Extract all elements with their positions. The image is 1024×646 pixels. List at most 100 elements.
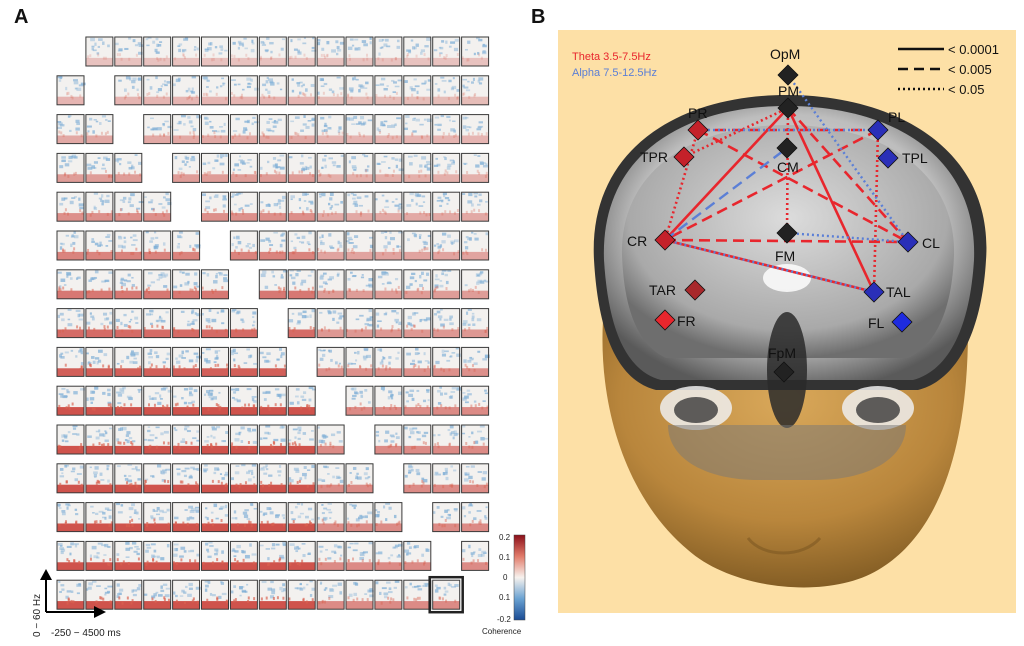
matrix-cell <box>56 308 85 339</box>
connection-pr-cl <box>697 128 909 244</box>
matrix-cell <box>258 579 287 610</box>
matrix-cell <box>114 152 143 183</box>
matrix-cell <box>143 385 172 416</box>
matrix-cell <box>403 191 432 222</box>
node-label-tpl: TPL <box>902 150 928 166</box>
matrix-cell <box>85 269 114 300</box>
matrix-cell <box>374 502 403 533</box>
legend-key-3: < 0.05 <box>948 82 985 97</box>
matrix-cell <box>201 114 229 145</box>
matrix-cell <box>461 152 490 183</box>
panel-b-label: B <box>531 6 546 28</box>
matrix-cell <box>143 502 172 533</box>
matrix-cell <box>143 230 172 261</box>
matrix-cell <box>287 463 316 494</box>
matrix-cell <box>85 463 114 494</box>
matrix-cell <box>345 579 374 610</box>
matrix-cell <box>56 269 85 300</box>
matrix-cell <box>432 463 461 494</box>
connection-pl-tal <box>872 129 880 293</box>
node-label-cl: CL <box>922 235 940 251</box>
matrix-cell <box>258 502 287 533</box>
matrix-cell <box>114 385 143 416</box>
node-label-opm: OpM <box>770 46 800 62</box>
matrix-cell <box>114 269 143 300</box>
matrix-cell <box>201 502 229 533</box>
matrix-cell <box>258 269 288 300</box>
matrix-cell <box>432 36 461 67</box>
connection-cr-tal <box>664 238 875 294</box>
matrix-cell <box>316 75 345 106</box>
matrix-cell <box>461 463 490 494</box>
matrix-cell <box>287 191 316 222</box>
matrix-cell <box>403 385 432 416</box>
node-label-cm: CM <box>777 159 799 175</box>
matrix-cell <box>56 385 86 416</box>
matrix-cell <box>345 191 374 222</box>
matrix-cell <box>374 385 403 416</box>
matrix-cell <box>432 152 461 183</box>
matrix-cell <box>143 114 172 145</box>
legend-alpha: Alpha 7.5-12.5Hz <box>572 67 657 79</box>
matrix-cell <box>374 230 403 261</box>
matrix-cell <box>56 463 85 494</box>
matrix-cell <box>172 346 202 377</box>
matrix-cell <box>229 152 258 183</box>
matrix-cell <box>258 191 287 222</box>
matrix-cell <box>85 502 114 533</box>
matrix-cell <box>85 385 114 416</box>
matrix-cell <box>201 346 229 377</box>
matrix-cell <box>85 114 114 145</box>
panel-a-label: A <box>14 6 29 28</box>
node-tal <box>863 281 885 303</box>
matrix-cell <box>229 308 258 339</box>
matrix-cell <box>316 152 345 183</box>
matrix-cell <box>143 346 172 377</box>
matrix-cell <box>114 540 143 571</box>
matrix-cell <box>432 308 461 339</box>
matrix-cell <box>432 346 461 377</box>
matrix-cell <box>374 424 403 455</box>
matrix-cell <box>114 579 143 610</box>
matrix-cell <box>461 346 490 377</box>
face-mouth <box>746 536 822 555</box>
node-fl <box>891 311 913 333</box>
matrix-cell <box>56 540 85 571</box>
matrix-cell <box>461 424 490 455</box>
matrix-cell <box>461 269 490 300</box>
matrix-cell <box>201 579 229 610</box>
matrix-cell <box>403 114 432 145</box>
colorbar-tick-5: -0.2 <box>497 615 511 624</box>
matrix-cell <box>316 36 345 67</box>
matrix-cell <box>56 424 85 455</box>
matrix-cell <box>316 346 345 377</box>
matrix-cell <box>56 579 85 610</box>
matrix-cell <box>345 540 374 571</box>
matrix-cell <box>287 579 316 610</box>
connection-pr-cr <box>663 129 700 241</box>
matrix-cell <box>258 346 287 377</box>
connection-pl-cr <box>664 128 879 242</box>
node-label-tpr: TPR <box>640 149 668 165</box>
legend-theta: Theta 3.5-7.5Hz <box>572 51 651 63</box>
matrix-cell <box>56 502 85 533</box>
matrix-cell <box>432 269 461 300</box>
legend-key-2: < 0.005 <box>948 62 992 77</box>
matrix-cell <box>114 308 143 339</box>
matrix-cell <box>85 152 114 183</box>
matrix-cell <box>403 463 432 494</box>
matrix-cell <box>345 463 374 494</box>
matrix-cell <box>345 114 374 145</box>
matrix-cell <box>461 191 490 222</box>
matrix-cell <box>403 36 432 67</box>
matrix-cell <box>403 308 432 339</box>
matrix-cell <box>201 424 229 455</box>
matrix-cell <box>143 579 172 610</box>
matrix-cell <box>345 36 374 67</box>
matrix-cell <box>85 36 114 67</box>
matrix-cell <box>258 540 287 571</box>
matrix-cell <box>143 424 172 455</box>
matrix-cell <box>374 308 403 339</box>
matrix-cell <box>345 308 374 339</box>
matrix-cell <box>114 346 143 377</box>
